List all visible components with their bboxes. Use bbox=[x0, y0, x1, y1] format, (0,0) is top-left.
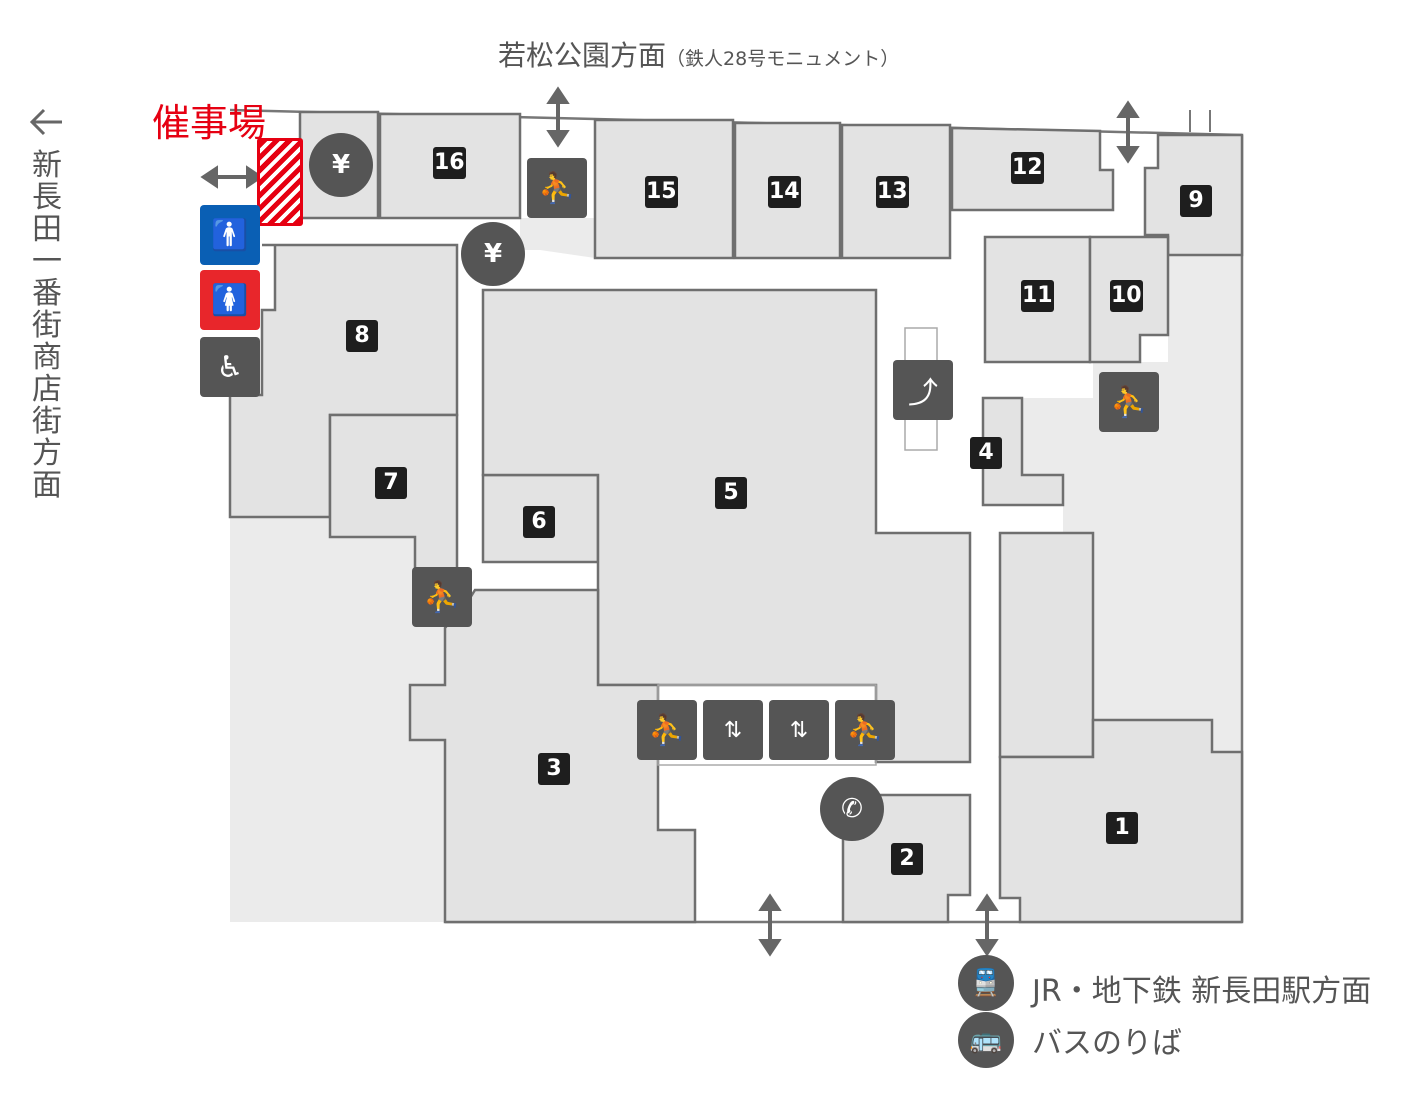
shop-11[interactable] bbox=[983, 235, 1092, 364]
bus-stop-label: バスのりば bbox=[1032, 1026, 1182, 1061]
mens-restroom-icon[interactable]: 🚹 bbox=[200, 205, 260, 265]
shop-number-13: 13 bbox=[876, 176, 909, 208]
shop-number-15: 15 bbox=[645, 176, 678, 208]
arrow-icons bbox=[29, 86, 1140, 957]
shop-number-1: 1 bbox=[1106, 812, 1138, 844]
shop-number-4: 4 bbox=[970, 437, 1002, 469]
shop-number-6: 6 bbox=[523, 506, 555, 538]
shop-number-2: 2 bbox=[891, 843, 923, 875]
shop-number-5: 5 bbox=[715, 477, 747, 509]
shop-number-8: 8 bbox=[346, 320, 378, 352]
womens-restroom-icon[interactable]: 🚺 bbox=[200, 270, 260, 330]
shop-number-3: 3 bbox=[538, 753, 570, 785]
escalator-icon[interactable]: ⤴ bbox=[893, 360, 953, 420]
corridor-area bbox=[520, 218, 595, 258]
right-area bbox=[1022, 255, 1242, 752]
event-hall-marker[interactable] bbox=[257, 138, 303, 226]
atm-icon[interactable]: ¥ bbox=[461, 222, 525, 286]
train-icon: 🚆 bbox=[958, 955, 1014, 1011]
stairs-icon[interactable]: ⛹ bbox=[527, 158, 587, 218]
shop-number-12: 12 bbox=[1011, 152, 1044, 184]
top-direction-label: 若松公園方面（鉄人28号モニュメント） bbox=[498, 39, 900, 72]
shop-number-14: 14 bbox=[768, 176, 801, 208]
stairs-icon[interactable]: ⛹ bbox=[412, 567, 472, 627]
accessible-restroom-icon[interactable]: ♿ bbox=[200, 337, 260, 397]
stairs-icon[interactable]: ⛹ bbox=[637, 700, 697, 760]
stairs-icon[interactable]: ⛹ bbox=[835, 700, 895, 760]
shop-number-7: 7 bbox=[375, 467, 407, 499]
left-lower-area bbox=[230, 515, 445, 922]
shop-number-10: 10 bbox=[1110, 280, 1143, 312]
shop-block-right[interactable] bbox=[998, 531, 1095, 759]
event-hall-label: 催事場 bbox=[152, 101, 267, 145]
shop-number-9: 9 bbox=[1180, 185, 1212, 217]
shop-4[interactable] bbox=[981, 396, 1065, 507]
left-direction-label: 新長田一番街商店街方面 bbox=[32, 148, 62, 503]
elevator-icon[interactable]: ⇅ bbox=[703, 700, 763, 760]
stairs-icon[interactable]: ⛹ bbox=[1099, 372, 1159, 432]
atm-icon[interactable]: ¥ bbox=[309, 133, 373, 197]
bus-icon: 🚌 bbox=[958, 1012, 1014, 1068]
shop-8[interactable] bbox=[228, 243, 459, 519]
train-direction-label: JR・地下鉄 新長田駅方面 bbox=[1032, 974, 1372, 1009]
phone-icon[interactable]: ✆ bbox=[820, 777, 884, 841]
elevator-icon[interactable]: ⇅ bbox=[769, 700, 829, 760]
shop-number-11: 11 bbox=[1021, 280, 1054, 312]
shop-number-16: 16 bbox=[433, 147, 466, 179]
